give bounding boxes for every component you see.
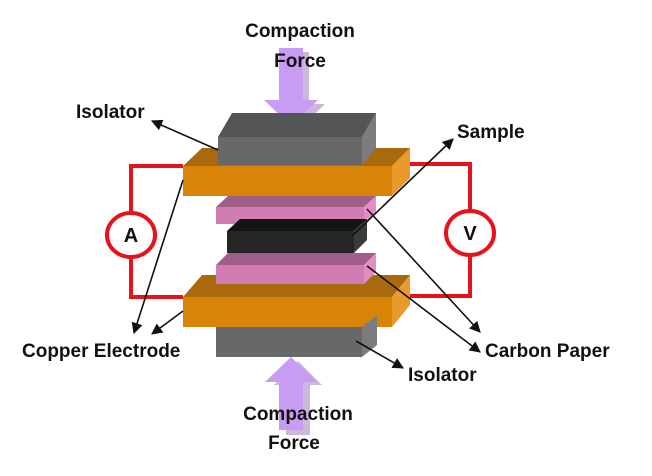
circuit-wires	[129, 162, 472, 299]
arrow-down-icon	[264, 48, 318, 126]
label-top-force-line2: Force	[274, 51, 326, 72]
label-sample: Sample	[457, 122, 525, 143]
ammeter-label: A	[124, 225, 138, 247]
label-copper-electrode: Copper Electrode	[22, 341, 180, 362]
label-carbon-paper: Carbon Paper	[485, 341, 610, 362]
sample-layer	[227, 219, 367, 253]
label-bottom-force-line1: Compaction	[243, 404, 353, 425]
leader-carbon-lower	[366, 265, 481, 353]
wire-left-bottom	[129, 258, 183, 299]
leader-carbon-upper	[366, 208, 481, 333]
leader-sample	[351, 138, 454, 237]
copper-electrode-bottom	[183, 253, 410, 327]
leader-copper-bottom	[151, 310, 184, 335]
copper-electrode-top	[183, 113, 410, 196]
voltmeter-label: V	[463, 223, 477, 245]
label-top-force-line1: Compaction	[245, 21, 355, 42]
label-isolator-bottom: Isolator	[408, 365, 477, 386]
leader-isolator-top	[150, 119, 219, 151]
voltmeter-circle	[444, 209, 496, 257]
bottom-force-arrow	[265, 357, 322, 435]
leader-isolator-bottom	[355, 340, 404, 369]
label-bottom-force-line2: Force	[268, 433, 320, 454]
voltmeter: V	[444, 209, 496, 257]
ammeter: A	[105, 211, 157, 259]
leader-lines	[131, 119, 481, 369]
ammeter-circle	[105, 211, 157, 259]
arrow-up-icon	[265, 357, 317, 430]
top-force-arrow	[264, 48, 325, 129]
label-isolator-top: Isolator	[76, 102, 145, 123]
wire-right-top	[403, 162, 472, 210]
leader-copper-top	[131, 179, 184, 335]
wire-left-top	[129, 164, 183, 212]
wire-right-bottom	[408, 256, 472, 298]
